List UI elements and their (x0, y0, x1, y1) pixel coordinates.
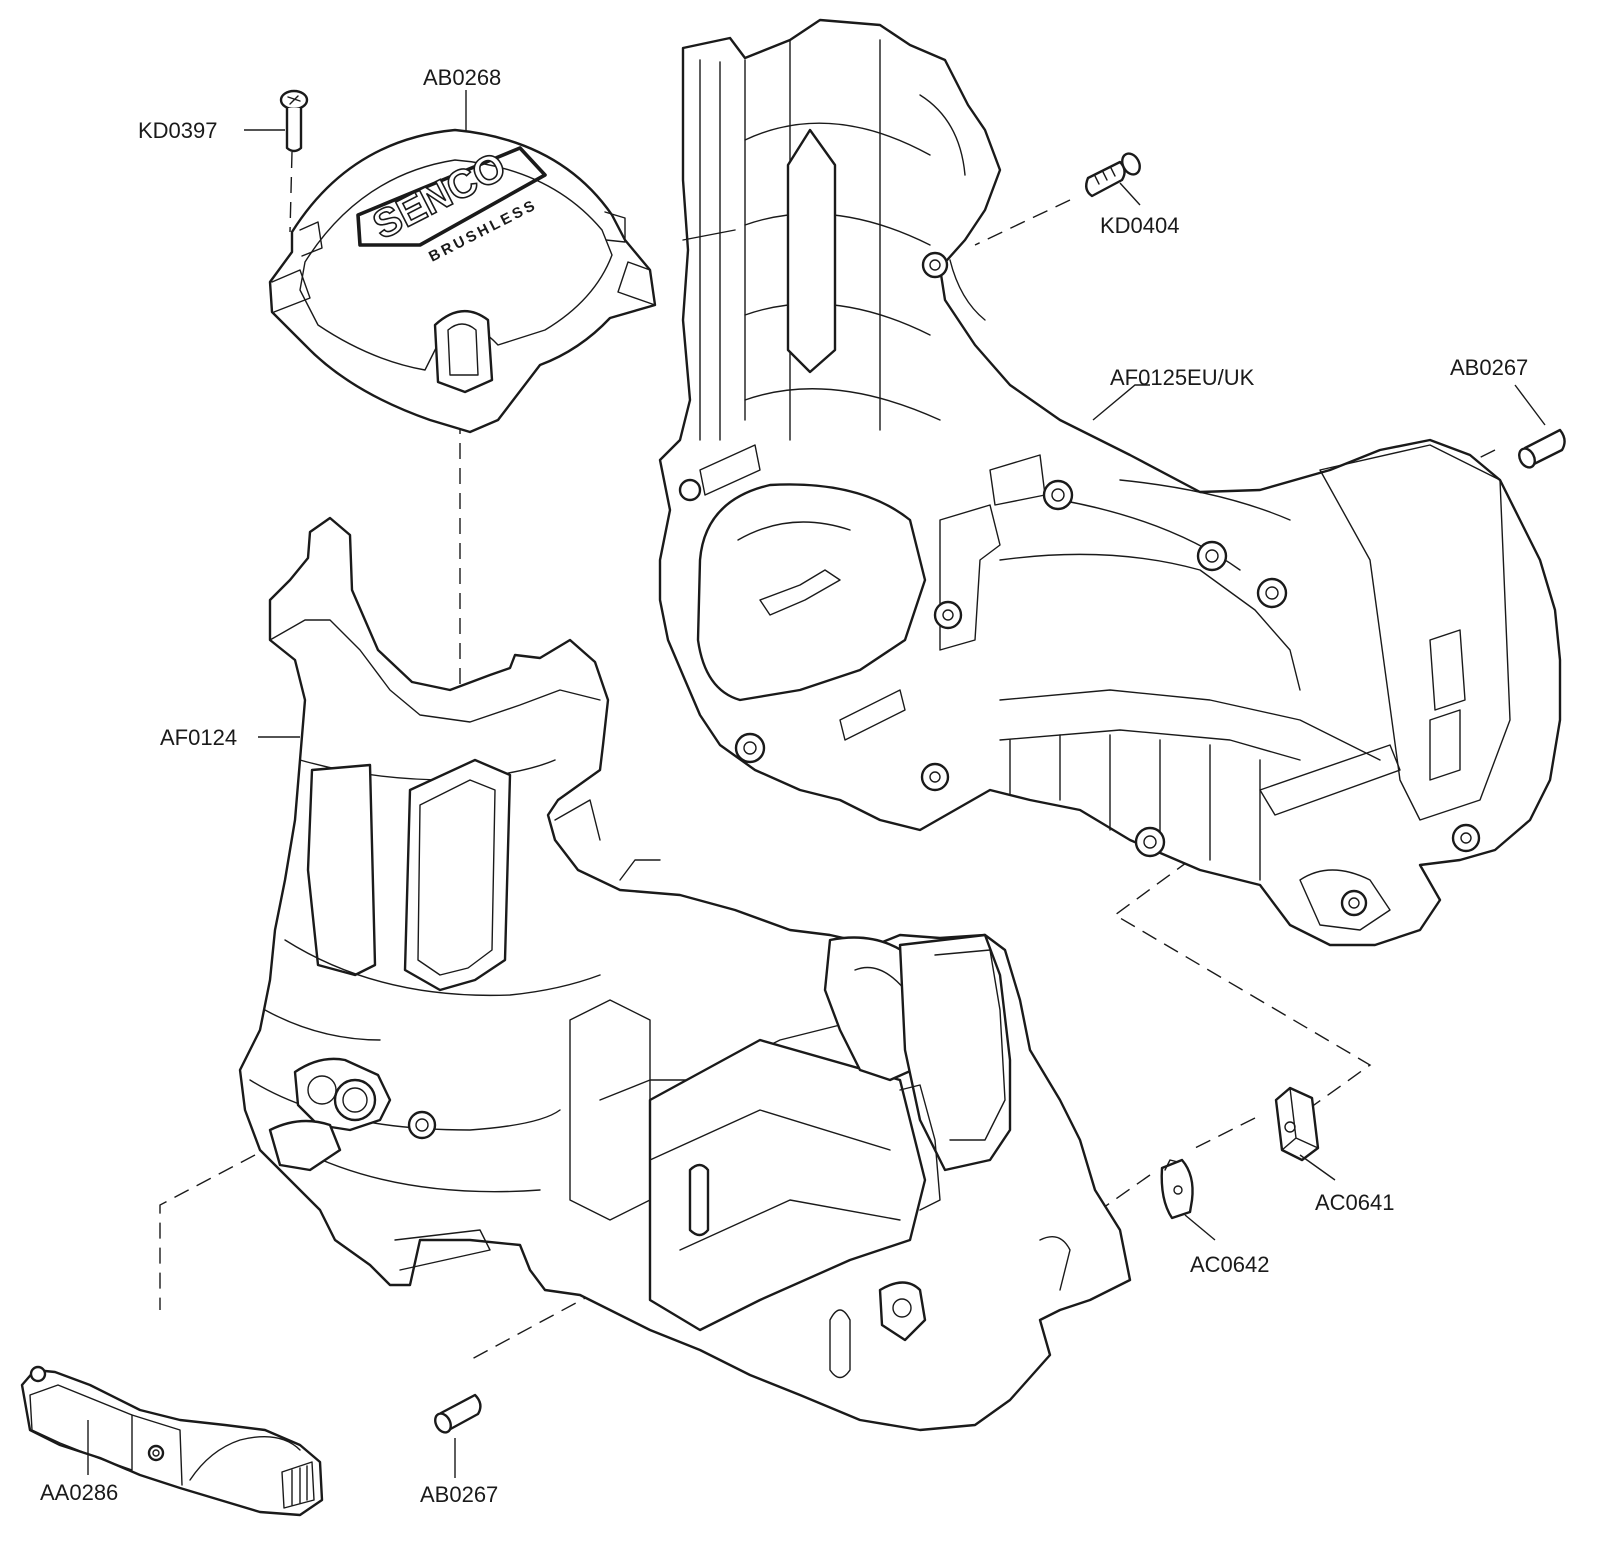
label-ab0267-bottom: AB0267 (420, 1482, 498, 1507)
label-af0125: AF0125EU/UK (1110, 365, 1255, 390)
belt-hook-aa0286 (20, 1365, 324, 1517)
label-af0124: AF0124 (160, 725, 237, 750)
pin-ab0267-bottom (434, 1393, 482, 1434)
label-ac0642: AC0642 (1190, 1252, 1270, 1277)
housing-screw-bosses (678, 251, 1481, 917)
clip-ac0642 (1160, 1158, 1194, 1220)
label-ab0268: AB0268 (423, 65, 501, 90)
label-kd0397: KD0397 (138, 118, 218, 143)
callout-labels: KD0397 AB0268 KD0404 AF0125EU/UK AB0267 … (40, 65, 1528, 1507)
pin-ab0267-right (1518, 428, 1566, 469)
label-ac0641: AC0641 (1315, 1190, 1395, 1215)
callout-leaders (87, 90, 1546, 1478)
nut-ac0641 (1274, 1086, 1320, 1162)
screw-kd0404 (1085, 152, 1141, 198)
label-kd0404: KD0404 (1100, 213, 1180, 238)
screw-kd0397 (279, 89, 309, 153)
housing-half-af0125 (658, 18, 1562, 947)
label-ab0267-right: AB0267 (1450, 355, 1528, 380)
motor-cap-ab0268: SENCO BRUSHLESS (268, 128, 657, 434)
label-aa0286: AA0286 (40, 1480, 118, 1505)
housing-half-af0124 (238, 516, 1132, 1432)
